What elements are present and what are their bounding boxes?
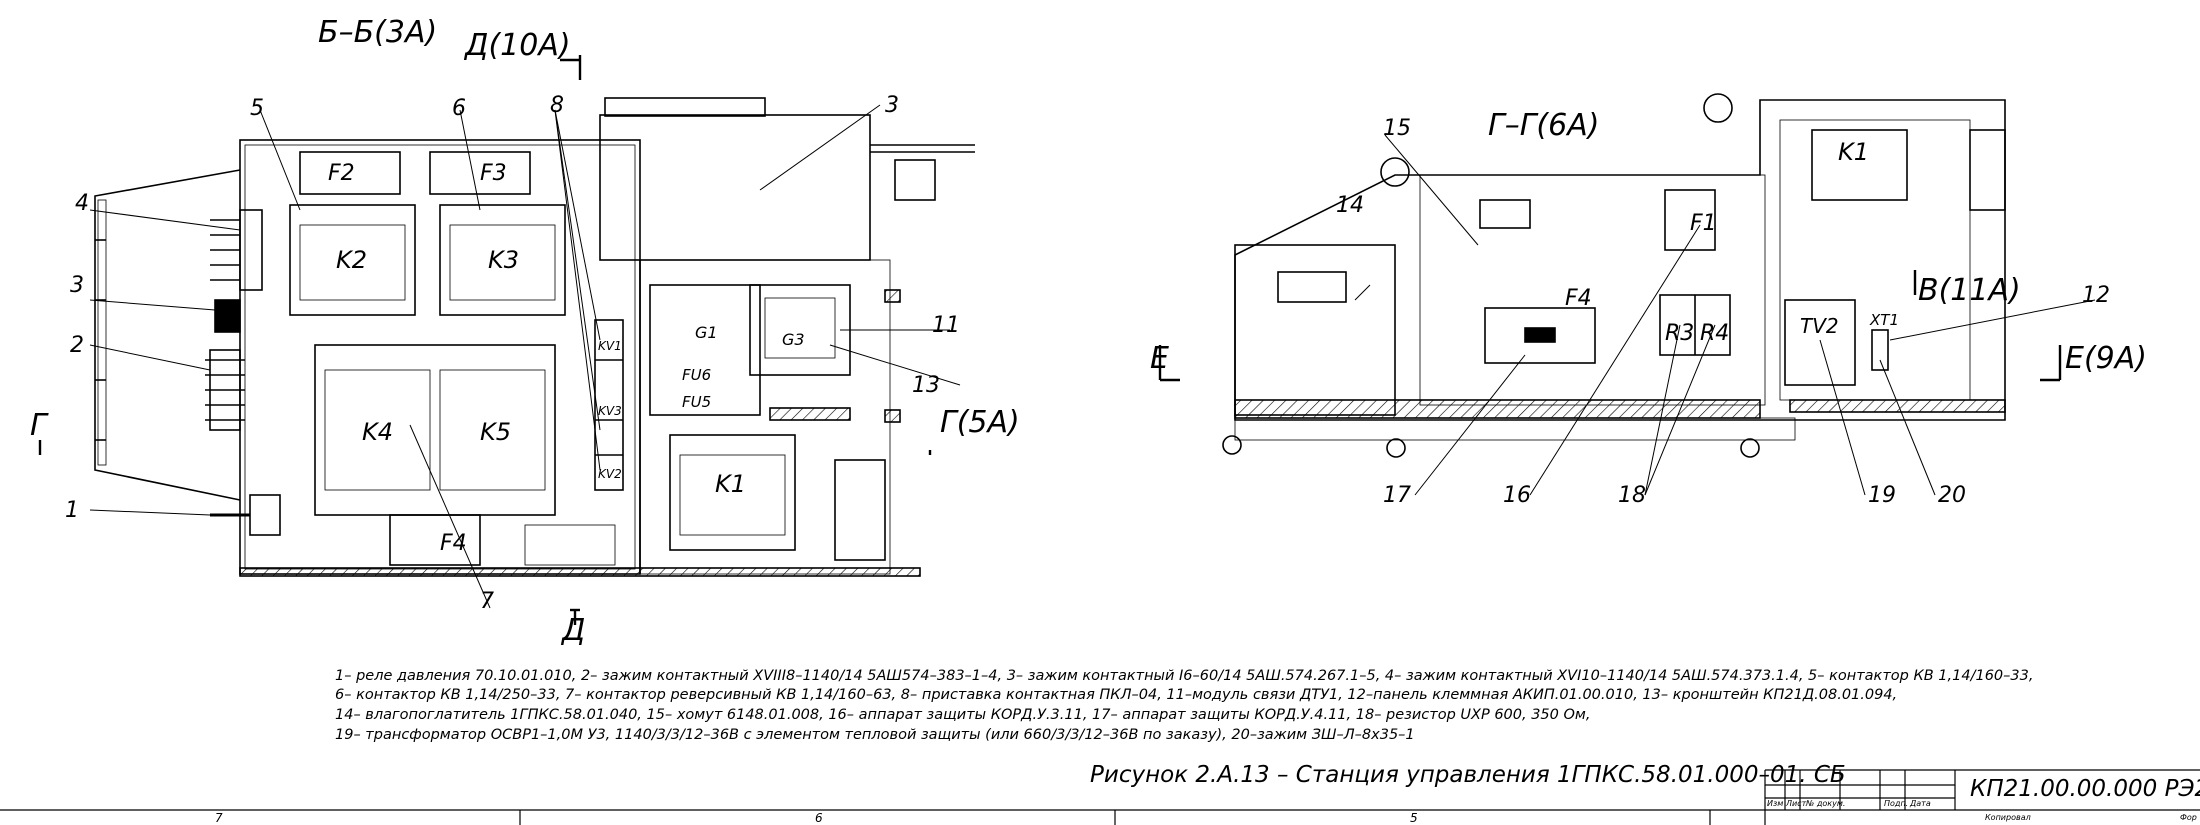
section-e-left: Е bbox=[1150, 341, 1169, 376]
label-f4-right: F4 bbox=[1565, 286, 1592, 311]
section-g-left: Г bbox=[30, 408, 49, 443]
terminal-block-3 bbox=[214, 299, 241, 333]
stamp-col-izm: Изм bbox=[1767, 799, 1784, 808]
callout-3a: 3 bbox=[70, 273, 84, 298]
section-gg-title: Г–Г(6А) bbox=[1488, 108, 1599, 143]
fuse-f2 bbox=[299, 151, 401, 195]
leaders-right bbox=[1354, 134, 2096, 496]
zone-6: 6 bbox=[815, 811, 823, 825]
callout-16: 16 bbox=[1503, 483, 1531, 508]
label-g3: G3 bbox=[782, 330, 805, 349]
label-k4: K4 bbox=[362, 418, 393, 446]
fuse-f3 bbox=[429, 151, 531, 195]
label-f2: F2 bbox=[328, 161, 355, 186]
stamp-col-list: Лист bbox=[1786, 799, 1807, 808]
callout-7: 7 bbox=[480, 589, 494, 614]
label-fu6: FU6 bbox=[682, 366, 711, 384]
callout-13: 13 bbox=[912, 373, 940, 398]
module-g1 bbox=[649, 284, 761, 416]
contactor-k2 bbox=[289, 204, 416, 316]
callout-19: 19 bbox=[1868, 483, 1896, 508]
label-k2: K2 bbox=[336, 246, 367, 274]
label-f4-left: F4 bbox=[440, 531, 467, 556]
contactor-k1-left bbox=[669, 434, 796, 551]
callout-17: 17 bbox=[1383, 483, 1411, 508]
fuse-f4-left bbox=[389, 514, 481, 566]
dehumidifier-14 bbox=[1277, 271, 1347, 303]
label-kv2: KV2 bbox=[598, 467, 622, 481]
callout-12: 12 bbox=[2082, 283, 2110, 308]
terminal-panel-xt1 bbox=[1871, 329, 1889, 371]
callout-6: 6 bbox=[452, 96, 466, 121]
label-kv1: KV1 bbox=[598, 339, 622, 353]
transformer-tv2 bbox=[1784, 299, 1856, 386]
stamp-col-doc: № докум. bbox=[1806, 799, 1846, 808]
section-g-5a: Г(5А) bbox=[940, 405, 1020, 440]
stamp-col-date: Дата bbox=[1910, 799, 1931, 808]
legend-line-3: 14– влагопоглатитель 1ГПКС.58.01.040, 15… bbox=[335, 707, 1591, 723]
callout-5: 5 bbox=[250, 96, 264, 121]
figure-caption: Рисунок 2.А.13 – Станция управления 1ГПК… bbox=[1090, 762, 1846, 788]
contactor-k3 bbox=[439, 204, 566, 316]
legend-line-1: 1– реле давления 70.10.01.010, 2– зажим … bbox=[335, 668, 2034, 684]
stamp-doc-code: КП21.00.00.000 РЭ2 bbox=[1970, 776, 2200, 802]
label-r4: R4 bbox=[1700, 321, 1729, 346]
terminal-block-2 bbox=[205, 349, 245, 431]
label-f3: F3 bbox=[480, 161, 507, 186]
stamp-copied: Копировал bbox=[1985, 813, 2031, 822]
terminal-block-4 bbox=[210, 209, 263, 291]
label-k3: K3 bbox=[488, 246, 519, 274]
section-d-bottom: Д bbox=[560, 613, 585, 648]
callout-20: 20 bbox=[1938, 483, 1966, 508]
cabinet-right-outline bbox=[1234, 99, 2006, 421]
stamp-format: Фор bbox=[2180, 813, 2197, 822]
zone-5: 5 bbox=[1410, 811, 1418, 825]
legend-line-2: 6– контактор КВ 1,14/250–33, 7– контакто… bbox=[335, 687, 1898, 703]
section-bb-title: Б–Б(3А) bbox=[318, 15, 437, 50]
contactor-k4-k5 bbox=[314, 344, 556, 516]
label-xt1: XT1 bbox=[1869, 311, 1899, 329]
section-e-9a: Е(9А) bbox=[2065, 341, 2147, 376]
label-g1: G1 bbox=[695, 323, 718, 342]
callout-14: 14 bbox=[1336, 193, 1364, 218]
label-kv3: KV3 bbox=[598, 404, 622, 418]
label-r3: R3 bbox=[1665, 321, 1694, 346]
callout-11: 11 bbox=[932, 313, 960, 338]
legend-line-4: 19– трансформатор ОСВР1–1,0М У3, 1140/3/… bbox=[335, 727, 1415, 743]
label-k5: K5 bbox=[480, 418, 511, 446]
left-door bbox=[94, 169, 241, 501]
protector-f1 bbox=[1664, 189, 1716, 251]
callout-4: 4 bbox=[75, 191, 89, 216]
view-bb bbox=[38, 55, 975, 625]
section-d-top: Д(10А) bbox=[463, 28, 571, 63]
title-block bbox=[0, 769, 2200, 825]
leaders-left bbox=[89, 104, 961, 609]
contactor-k1-right bbox=[1811, 129, 1908, 201]
connector-right bbox=[894, 159, 936, 201]
label-fu5: FU5 bbox=[682, 393, 711, 411]
callout-1: 1 bbox=[65, 498, 79, 523]
stamp-col-sign: Подп. bbox=[1884, 799, 1909, 808]
label-tv2: TV2 bbox=[1800, 314, 1839, 338]
pressure-relay-1 bbox=[210, 494, 281, 536]
view-gg bbox=[1158, 93, 2096, 496]
dehumidifier-box-14 bbox=[1234, 244, 1396, 416]
relay-column-kv bbox=[594, 319, 624, 491]
label-f1: F1 bbox=[1690, 211, 1717, 236]
callout-18: 18 bbox=[1618, 483, 1646, 508]
protector-f4-right bbox=[1484, 307, 1596, 364]
callout-2: 2 bbox=[70, 333, 84, 358]
zone-7: 7 bbox=[215, 811, 223, 825]
label-k1-left: K1 bbox=[715, 470, 746, 498]
section-v-11a: В(11А) bbox=[1918, 273, 2021, 308]
callout-15: 15 bbox=[1383, 116, 1411, 141]
callout-3b: 3 bbox=[885, 93, 899, 118]
callout-8: 8 bbox=[550, 93, 564, 118]
label-k1-right: K1 bbox=[1838, 138, 1869, 166]
